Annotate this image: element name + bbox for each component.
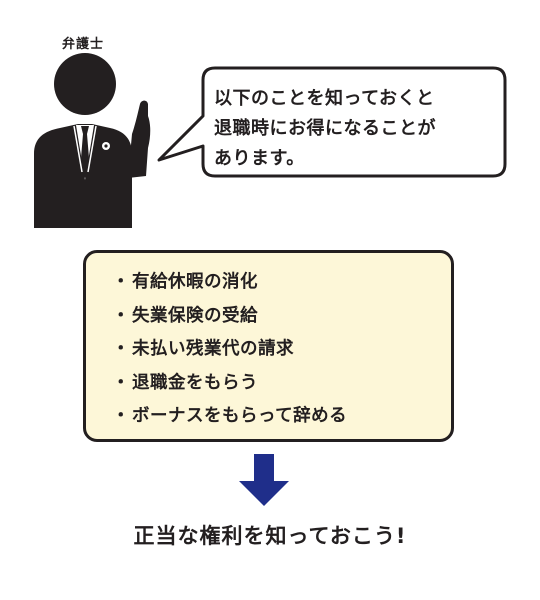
list-item-label: 退職金をもらう <box>132 372 258 393</box>
speech-line: あります。 <box>214 148 305 169</box>
speaker-role-label: 弁護士 <box>61 37 104 52</box>
speech-text: 以下のことを知っておくと 退職時にお得になることが あります。 <box>214 84 504 174</box>
bullet-mark: ・ <box>112 305 130 326</box>
benefit-list: ・有給休暇の消化 ・失業保険の受給 ・未払い残業代の請求 ・退職金をもらう ・ボ… <box>112 266 347 434</box>
list-item: ・退職金をもらう <box>112 367 347 401</box>
bullet-mark: ・ <box>112 339 130 359</box>
speech-line: 退職時にお得になることが <box>214 118 436 139</box>
lawyer-figure-icon <box>34 53 151 228</box>
bullet-mark: ・ <box>112 372 130 393</box>
list-item-label: 有給休暇の消化 <box>132 272 258 292</box>
list-item-label: 失業保険の受給 <box>132 305 258 326</box>
bullet-mark: ・ <box>112 272 130 292</box>
arrow-down-icon <box>239 454 289 506</box>
benefit-list-box: ・有給休暇の消化 ・失業保険の受給 ・未払い残業代の請求 ・退職金をもらう ・ボ… <box>83 250 454 442</box>
speech-line: 以下のことを知っておくと <box>214 88 435 109</box>
conclusion-text: 正当な権利を知っておこう! <box>133 524 407 548</box>
bullet-mark: ・ <box>112 406 130 426</box>
list-item: ・未払い残業代の請求 <box>112 333 347 367</box>
list-item-label: 未払い残業代の請求 <box>132 339 294 359</box>
list-item: ・有給休暇の消化 <box>112 266 347 300</box>
list-item: ・ボーナスをもらって辞める <box>112 400 347 434</box>
list-item: ・失業保険の受給 <box>112 300 347 334</box>
list-item-label: ボーナスをもらって辞める <box>132 406 348 426</box>
speech-bubble <box>157 66 507 178</box>
